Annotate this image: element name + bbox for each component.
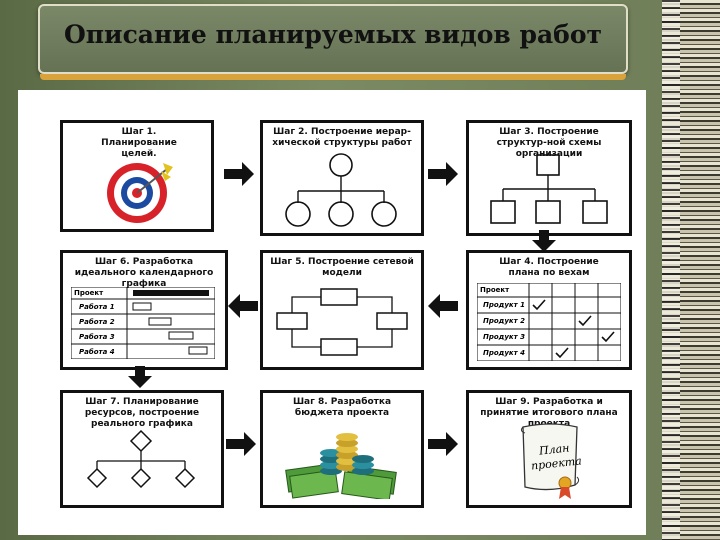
org-chart-icon <box>490 154 608 224</box>
arrow-5-to-6 <box>228 294 258 318</box>
step-3-label: Шаг 3. Построение структур-ной схемы орг… <box>496 127 602 159</box>
gantt-row-4: Работа 4 <box>79 348 115 356</box>
step-7-label: Шаг 7. Планирование ресурсов, построение… <box>84 397 200 429</box>
arrow-6-to-7 <box>128 366 152 388</box>
arrow-3-to-4 <box>532 230 556 252</box>
step-4-label: Шаг 4. Построение плана по вехам <box>499 257 599 278</box>
step-7-box: Шаг 7. Планирование ресурсов, построение… <box>60 390 224 508</box>
step-9-box: Шаг 9. Разработка и принятие итогового п… <box>466 390 632 508</box>
gantt-row-3: Работа 3 <box>79 333 115 341</box>
network-model-icon <box>276 288 408 356</box>
resource-tree-icon <box>86 429 196 489</box>
step-8-box: Шаг 8. Разработка бюджета проекта <box>260 390 424 508</box>
hierarchy-circles-icon <box>285 153 397 227</box>
diagram-card: Шаг 1. Планирование целей. Шаг 2. Постро… <box>18 90 646 535</box>
milestone-row-3: Продукт 3 <box>483 333 526 341</box>
money-icon <box>285 433 397 499</box>
step-3-box: Шаг 3. Построение структур-ной схемы орг… <box>466 120 632 236</box>
milestone-grid <box>477 283 621 361</box>
arrow-1-to-2 <box>224 162 254 186</box>
milestone-header: Проект <box>480 286 510 294</box>
gantt-row-2: Работа 2 <box>79 318 115 326</box>
step-1-box: Шаг 1. Планирование целей. <box>60 120 214 232</box>
milestone-row-1: Продукт 1 <box>483 301 526 309</box>
step-5-box: Шаг 5. Построение сетевой модели <box>260 250 424 370</box>
step-8-label: Шаг 8. Разработка бюджета проекта <box>292 397 392 418</box>
gantt-row-1: Работа 1 <box>79 303 115 311</box>
plan-scroll-icon <box>520 423 580 499</box>
milestone-table: Проект Продукт 1 Продукт 2 Продукт 3 Про… <box>477 283 621 361</box>
arrow-8-to-9 <box>428 432 458 456</box>
milestone-row-4: Продукт 4 <box>483 349 526 357</box>
spiral-binding-decoration <box>662 0 720 540</box>
gantt-grid <box>71 287 215 359</box>
step-6-label: Шаг 6. Разработка идеального календарног… <box>74 257 214 289</box>
step-6-box: Шаг 6. Разработка идеального календарног… <box>60 250 228 370</box>
arrow-4-to-5 <box>428 294 458 318</box>
step-2-box: Шаг 2. Построение иерар-хической структу… <box>260 120 424 236</box>
arrow-2-to-3 <box>428 162 458 186</box>
gantt-header: Проект <box>74 289 104 297</box>
slide-title: Описание планируемых видов работ <box>63 20 603 49</box>
step-1-label: Шаг 1. Планирование целей. <box>101 127 177 159</box>
title-bar: Описание планируемых видов работ <box>38 4 628 80</box>
step-2-label: Шаг 2. Построение иерар-хической структу… <box>272 127 412 148</box>
gantt-table: Проект Работа 1 Работа 2 Работа 3 Работа… <box>71 287 215 359</box>
step-4-box: Шаг 4. Построение плана по вехам Проект … <box>466 250 632 370</box>
target-icon <box>107 163 173 223</box>
arrow-7-to-8 <box>226 432 256 456</box>
milestone-row-2: Продукт 2 <box>483 317 526 325</box>
step-5-label: Шаг 5. Построение сетевой модели <box>270 257 414 278</box>
